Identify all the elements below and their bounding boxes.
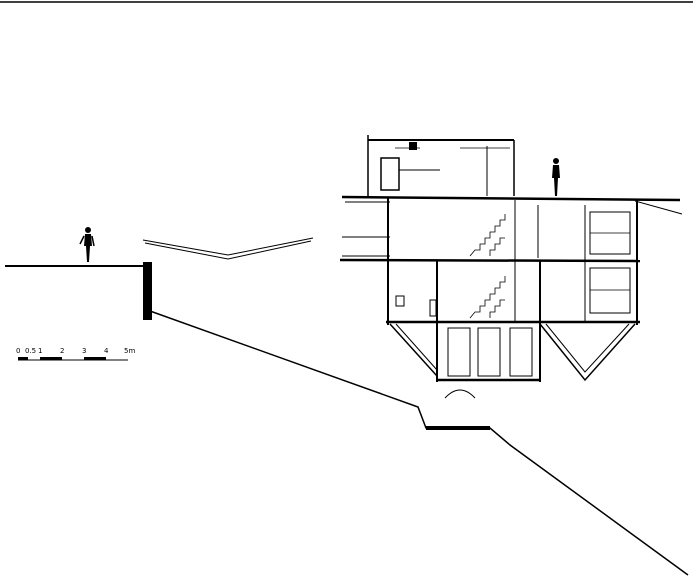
- staircase: [470, 214, 505, 318]
- terrain-slope: [150, 311, 688, 575]
- roof-structure: [368, 135, 514, 196]
- scale-tick-label: 4: [104, 347, 109, 355]
- human-figure-left: [80, 227, 94, 262]
- middle-slab: [340, 260, 640, 261]
- dome-element: [445, 390, 475, 398]
- hanging-structure-left: [390, 324, 437, 376]
- scale-bar: 0 0.5 1 2 3 4 5m: [16, 347, 135, 360]
- scale-tick-label: 1: [38, 347, 42, 355]
- scale-tick-label: 2: [60, 347, 64, 355]
- hanging-structure-right: [540, 324, 635, 380]
- scale-tick-label: 3: [82, 347, 86, 355]
- human-figure-right: [552, 158, 560, 196]
- roof-wing-shape: [143, 238, 313, 259]
- scale-tick-label: 0.5: [25, 347, 36, 355]
- left-ground: [5, 262, 152, 320]
- scale-tick-label: 5m: [124, 347, 135, 355]
- roof-slab: [342, 197, 680, 200]
- scale-tick-label: 0: [16, 347, 20, 355]
- building-section: [340, 135, 682, 398]
